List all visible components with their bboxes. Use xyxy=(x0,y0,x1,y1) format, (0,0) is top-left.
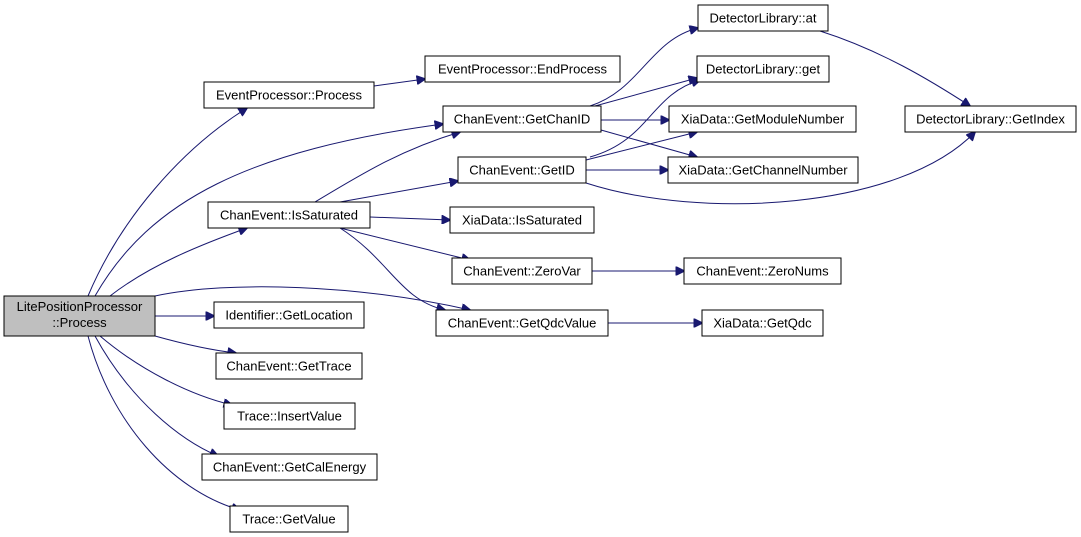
node-chanevent-zerovar[interactable]: ChanEvent::ZeroVar xyxy=(451,257,593,285)
node-label: XiaData::IsSaturated xyxy=(462,213,582,228)
edge-ep-process-to-ep-endprocess xyxy=(373,79,425,87)
nodes: LitePositionProcessor ::Process EventPro… xyxy=(3,4,1077,533)
node-label-line-2: ::Process xyxy=(52,315,107,330)
node-chanevent-issaturated[interactable]: ChanEvent::IsSaturated xyxy=(207,201,371,229)
node-eventprocessor-process[interactable]: EventProcessor::Process xyxy=(203,81,375,109)
node-label: Identifier::GetLocation xyxy=(225,308,352,323)
node-label: ChanEvent::ZeroVar xyxy=(463,264,581,279)
node-detectorlibrary-getindex[interactable]: DetectorLibrary::GetIndex xyxy=(904,105,1077,133)
edge-ce-getid-to-dl-get xyxy=(589,80,700,158)
node-label: DetectorLibrary::at xyxy=(710,11,817,26)
node-chanevent-getcalenergy[interactable]: ChanEvent::GetCalEnergy xyxy=(201,453,378,481)
node-chanevent-getid[interactable]: ChanEvent::GetID xyxy=(457,156,587,184)
node-identifier-getlocation[interactable]: Identifier::GetLocation xyxy=(213,301,365,329)
node-label: XiaData::GetChannelNumber xyxy=(678,163,848,178)
node-eventprocessor-endprocess[interactable]: EventProcessor::EndProcess xyxy=(424,55,621,83)
node-label: XiaData::GetModuleNumber xyxy=(681,112,845,127)
edge-ce-getchanid-to-xd-getchannelnumber xyxy=(600,129,697,157)
node-xiadata-getqdc[interactable]: XiaData::GetQdc xyxy=(701,309,824,337)
edge-ce-getid-to-xd-getmodulenumber xyxy=(585,132,697,161)
node-label: DetectorLibrary::GetIndex xyxy=(916,112,1065,127)
node-label: ChanEvent::GetID xyxy=(469,163,575,178)
node-label: EventProcessor::EndProcess xyxy=(438,62,608,77)
node-trace-getvalue[interactable]: Trace::GetValue xyxy=(229,505,349,533)
edge-root-to-ce-issaturated xyxy=(109,228,247,297)
node-label: ChanEvent::ZeroNums xyxy=(696,264,829,279)
edge-ce-getchanid-to-dl-at xyxy=(589,28,698,107)
node-xiadata-getchannelnumber[interactable]: XiaData::GetChannelNumber xyxy=(667,156,859,184)
edge-ce-issaturated-to-ce-zerovar xyxy=(339,227,470,260)
edge-root-to-tr-insertvalue xyxy=(99,335,232,405)
node-label: EventProcessor::Process xyxy=(216,88,362,103)
edge-ce-issaturated-to-ce-getchanid xyxy=(314,132,460,203)
edge-dl-at-to-dl-getindex xyxy=(819,30,970,106)
node-label: ChanEvent::GetTrace xyxy=(226,359,351,374)
node-detectorlibrary-get[interactable]: DetectorLibrary::get xyxy=(696,55,830,83)
node-trace-insertvalue[interactable]: Trace::InsertValue xyxy=(223,402,356,430)
edges xyxy=(87,28,975,510)
edge-ce-issaturated-to-ce-getid xyxy=(339,181,458,203)
node-label: XiaData::GetQdc xyxy=(713,316,812,331)
node-label: ChanEvent::GetCalEnergy xyxy=(213,460,367,475)
node-label: Trace::GetValue xyxy=(242,512,335,527)
node-chanevent-gettrace[interactable]: ChanEvent::GetTrace xyxy=(215,352,363,380)
node-label: DetectorLibrary::get xyxy=(706,62,821,77)
node-label-line-1: LitePositionProcessor xyxy=(17,299,143,314)
edge-root-to-tr-getvalue xyxy=(87,335,240,510)
node-label: ChanEvent::GetChanID xyxy=(454,112,591,127)
node-label: ChanEvent::GetQdcValue xyxy=(448,316,597,331)
edge-ce-getchanid-to-dl-get xyxy=(594,78,697,107)
edge-root-to-ce-getqdcvalue xyxy=(154,286,470,310)
node-label: ChanEvent::IsSaturated xyxy=(220,208,358,223)
node-detectorlibrary-at[interactable]: DetectorLibrary::at xyxy=(697,4,829,32)
node-chanevent-zeronums[interactable]: ChanEvent::ZeroNums xyxy=(683,257,842,285)
node-xiadata-issaturated[interactable]: XiaData::IsSaturated xyxy=(449,206,595,234)
node-xiadata-getmodulenumber[interactable]: XiaData::GetModuleNumber xyxy=(668,105,857,133)
edge-root-to-ce-getcalenergy xyxy=(94,335,218,456)
node-label: Trace::InsertValue xyxy=(237,409,342,424)
edge-ce-issaturated-to-ce-getqdcvalue xyxy=(339,227,445,310)
edge-root-to-ep-process xyxy=(87,108,247,297)
edge-root-to-ce-gettrace xyxy=(154,335,236,353)
node-chanevent-getchanid[interactable]: ChanEvent::GetChanID xyxy=(442,105,602,133)
node-liteposition-process[interactable]: LitePositionProcessor ::Process xyxy=(3,295,156,337)
edge-ce-getid-to-dl-getindex xyxy=(585,132,975,205)
node-chanevent-getqdcvalue[interactable]: ChanEvent::GetQdcValue xyxy=(435,309,609,337)
edge-root-to-ce-getchanid xyxy=(94,124,443,297)
edge-ce-issaturated-to-xd-issaturated xyxy=(369,217,450,220)
